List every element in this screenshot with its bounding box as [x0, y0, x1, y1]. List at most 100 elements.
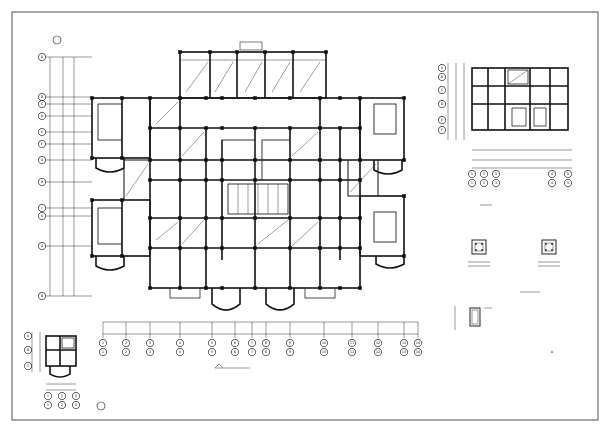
structural-column	[253, 96, 257, 100]
svg-text:13: 13	[402, 350, 406, 354]
structural-column	[178, 50, 182, 54]
structural-column	[338, 158, 342, 162]
structural-column	[178, 158, 182, 162]
svg-text:3: 3	[75, 403, 77, 407]
structural-column	[90, 198, 94, 202]
structural-column	[318, 286, 322, 290]
grid-bubble-small: B	[24, 346, 32, 354]
grid-bubble-detail: 2	[480, 170, 488, 178]
grid-bubble-bottom: 14	[414, 339, 422, 347]
structural-column	[148, 216, 152, 220]
structural-column	[288, 246, 292, 250]
grid-bubble-detail: E	[438, 116, 446, 124]
structural-column	[178, 126, 182, 130]
grid-bubble-left: D	[38, 112, 46, 120]
structural-column	[338, 178, 342, 182]
svg-text:F: F	[41, 142, 43, 146]
svg-text:2: 2	[61, 394, 63, 398]
svg-text:E: E	[41, 130, 43, 134]
svg-text:1: 1	[471, 181, 473, 185]
grid-bubble-detail: 5	[564, 179, 572, 187]
grid-bubble-bottom: 14	[414, 348, 422, 356]
svg-text:F: F	[441, 128, 443, 132]
structural-column	[318, 178, 322, 182]
structural-column	[204, 96, 208, 100]
structural-column	[178, 178, 182, 182]
structural-column	[318, 96, 322, 100]
structural-column	[263, 50, 267, 54]
svg-text:2: 2	[61, 403, 63, 407]
sheet-border	[11, 11, 599, 421]
svg-text:1: 1	[47, 403, 49, 407]
structural-column	[338, 216, 342, 220]
structural-column	[90, 156, 94, 160]
structural-column	[288, 126, 292, 130]
svg-text:5: 5	[567, 181, 569, 185]
detail-plan-bottom-left	[31, 332, 77, 391]
svg-text:B: B	[41, 95, 44, 99]
grid-bubble-left: H	[38, 178, 46, 186]
grid-bubble-detail: 3	[492, 170, 500, 178]
structural-column	[204, 178, 208, 182]
grid-bubble-bottom: 11	[348, 348, 356, 356]
svg-text:8: 8	[265, 341, 267, 345]
structural-column	[324, 50, 328, 54]
svg-text:3: 3	[495, 181, 497, 185]
grid-bubble-left: B	[38, 93, 46, 101]
structural-column	[338, 246, 342, 250]
corner-marker-bottom	[96, 401, 106, 411]
structural-column	[178, 286, 182, 290]
grid-bubble-detail: 1	[468, 179, 476, 187]
svg-text:H: H	[41, 180, 44, 184]
structural-column	[318, 126, 322, 130]
column-section-a	[468, 239, 490, 267]
grid-bubble-bottom: 5	[208, 348, 216, 356]
svg-text:5: 5	[211, 350, 213, 354]
grid-bubble-left: C	[38, 100, 46, 108]
svg-text:2: 2	[483, 172, 485, 176]
structural-column	[220, 286, 224, 290]
structural-column	[402, 158, 406, 162]
svg-text:7: 7	[251, 350, 253, 354]
structural-column	[148, 246, 152, 250]
grid-bubble-small: C	[24, 362, 32, 370]
grid-bubble-bottom: 1	[99, 339, 107, 347]
grid-bubble-bottom: 13	[400, 348, 408, 356]
structural-column	[288, 178, 292, 182]
bottom-dimension-line	[102, 321, 419, 369]
grid-bubble-left: K	[38, 212, 46, 220]
grid-bubble-detail: F	[438, 126, 446, 134]
grid-bubble-detail: B	[438, 73, 446, 81]
structural-column	[178, 216, 182, 220]
svg-text:12: 12	[376, 341, 380, 345]
svg-text:11: 11	[350, 350, 354, 354]
grid-bubble-small: A	[24, 332, 32, 340]
structural-column	[235, 50, 239, 54]
svg-text:4: 4	[179, 341, 181, 345]
structural-column	[338, 286, 342, 290]
structural-column	[148, 178, 152, 182]
grid-bubble-detail: 1	[468, 170, 476, 178]
structural-column	[204, 126, 208, 130]
grid-bubble-bottom: 12	[374, 348, 382, 356]
structural-column	[402, 96, 406, 100]
structural-column	[358, 246, 362, 250]
svg-text:G: G	[41, 158, 44, 162]
svg-text:J: J	[41, 206, 43, 210]
svg-text:C: C	[41, 102, 44, 106]
grid-bubble-bottom: 4	[176, 348, 184, 356]
svg-text:10: 10	[322, 350, 326, 354]
structural-column	[358, 96, 362, 100]
structural-column	[288, 158, 292, 162]
structural-column	[148, 158, 152, 162]
grid-bubble-bottom: 1	[99, 348, 107, 356]
structural-column	[288, 96, 292, 100]
svg-text:A: A	[41, 244, 44, 248]
structural-column	[402, 254, 406, 258]
structural-column	[120, 156, 124, 160]
structural-column	[338, 126, 342, 130]
svg-text:1: 1	[47, 394, 49, 398]
